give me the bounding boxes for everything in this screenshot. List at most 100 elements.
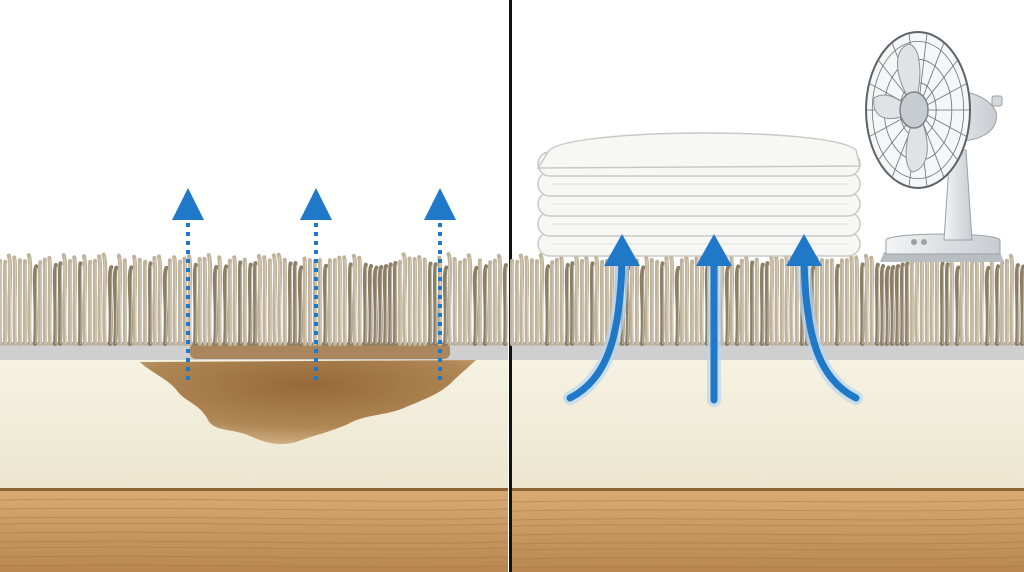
carpet-fiber	[544, 264, 551, 346]
arrow-up-icon	[300, 188, 332, 220]
wood-grain	[0, 540, 509, 544]
fiber-highlight	[159, 258, 162, 345]
fan-button	[911, 239, 917, 245]
evaporation-arrows	[172, 188, 456, 380]
fiber-highlight	[981, 257, 984, 345]
fiber-highlight	[130, 269, 133, 345]
fiber-highlight	[174, 259, 177, 345]
fiber-highlight	[887, 269, 890, 345]
fiber-highlight	[350, 266, 353, 345]
wood-grain	[511, 499, 1024, 503]
fiber-highlight	[662, 265, 665, 345]
carpet-fiber	[734, 264, 741, 346]
towel-top	[536, 132, 861, 169]
carpet-fiber	[197, 256, 203, 346]
fiber-highlight	[947, 266, 950, 345]
wood-grain	[0, 531, 509, 535]
fiber-highlight	[439, 259, 442, 345]
fiber-highlight	[234, 259, 237, 345]
fiber-highlight	[119, 257, 122, 345]
fiber-highlight	[771, 257, 774, 345]
carpet-fiber	[664, 255, 670, 346]
wood-grain	[511, 508, 1024, 512]
fiber-highlight	[55, 266, 58, 345]
carpet-fiber	[954, 265, 961, 346]
fiber-highlight	[430, 265, 433, 345]
fiber-highlight	[561, 259, 564, 345]
fiber-highlight	[499, 257, 502, 345]
arrow-up-icon	[604, 234, 640, 266]
carpet-fiber	[252, 261, 258, 346]
carpet-fiber	[192, 262, 198, 346]
carpet-fiber	[694, 256, 700, 346]
arrow-up-icon	[172, 188, 204, 220]
carpet-fiber	[367, 264, 374, 346]
fiber-highlight	[671, 258, 674, 345]
fiber-highlight	[746, 259, 749, 345]
wood-grain	[0, 507, 509, 511]
carpet-fiber	[407, 256, 413, 346]
fiber-highlight	[526, 259, 529, 345]
carpet-fiber	[1014, 263, 1020, 346]
fiber-highlight	[627, 269, 630, 345]
carpet-fiber	[564, 262, 570, 346]
fiber-highlight	[856, 259, 859, 345]
fiber-highlight	[882, 268, 885, 345]
fiber-highlight	[99, 258, 102, 345]
fiber-highlight	[380, 268, 383, 345]
fiber-highlight	[862, 266, 865, 345]
fiber-highlight	[642, 269, 645, 345]
fiber-highlight	[300, 269, 303, 345]
carpet-fiber	[57, 261, 63, 346]
carpet-fiber	[639, 265, 646, 346]
carpet-fiber	[894, 264, 901, 346]
fiber-highlight	[325, 267, 328, 345]
wood-grain	[511, 523, 1024, 527]
fiber-highlight	[390, 266, 393, 345]
fiber-highlight	[184, 260, 187, 345]
carpet-fiber	[127, 265, 134, 346]
blotting-arrows	[563, 234, 863, 407]
right-panel	[509, 31, 1024, 572]
arrow-up-icon	[786, 234, 822, 266]
fiber-highlight	[921, 260, 924, 345]
fiber-highlight	[370, 268, 373, 345]
fiber-highlight	[727, 268, 730, 345]
fiber-highlight	[701, 258, 704, 345]
fiber-highlight	[902, 266, 905, 345]
fiber-highlight	[871, 259, 874, 345]
fiber-highlight	[957, 269, 960, 345]
wood-floor-right	[512, 490, 1024, 572]
fiber-highlight	[646, 258, 649, 345]
fiber-highlight	[104, 256, 107, 345]
fiber-highlight	[14, 259, 17, 345]
fiber-highlight	[264, 259, 267, 345]
fiber-highlight	[404, 256, 407, 345]
fan-knob	[991, 95, 1003, 107]
wood-grain	[0, 564, 509, 568]
fiber-highlight	[866, 257, 869, 345]
fiber-highlight	[409, 260, 412, 345]
carpet-fibers-right	[509, 252, 1024, 346]
towel-stack	[536, 132, 861, 257]
fiber-highlight	[359, 259, 362, 345]
grille-ring	[871, 40, 965, 180]
fiber-highlight	[631, 257, 634, 345]
fan-hub	[899, 91, 929, 129]
fiber-highlight	[987, 269, 990, 345]
fiber-highlight	[449, 256, 452, 345]
left-panel	[0, 188, 508, 572]
fiber-highlight	[115, 269, 118, 345]
carpet-fiber	[182, 256, 188, 346]
carpet-fiber	[432, 262, 438, 346]
fiber-highlight	[344, 259, 347, 345]
carpet-fiber	[147, 261, 153, 346]
carpet-fiber	[107, 265, 114, 346]
fiber-highlight	[916, 256, 919, 345]
carpet-fiber	[347, 262, 353, 346]
arrow-up-icon	[696, 234, 732, 266]
wood-grain	[0, 555, 509, 559]
wood-grain	[0, 546, 509, 550]
fiber-highlight	[215, 268, 218, 345]
